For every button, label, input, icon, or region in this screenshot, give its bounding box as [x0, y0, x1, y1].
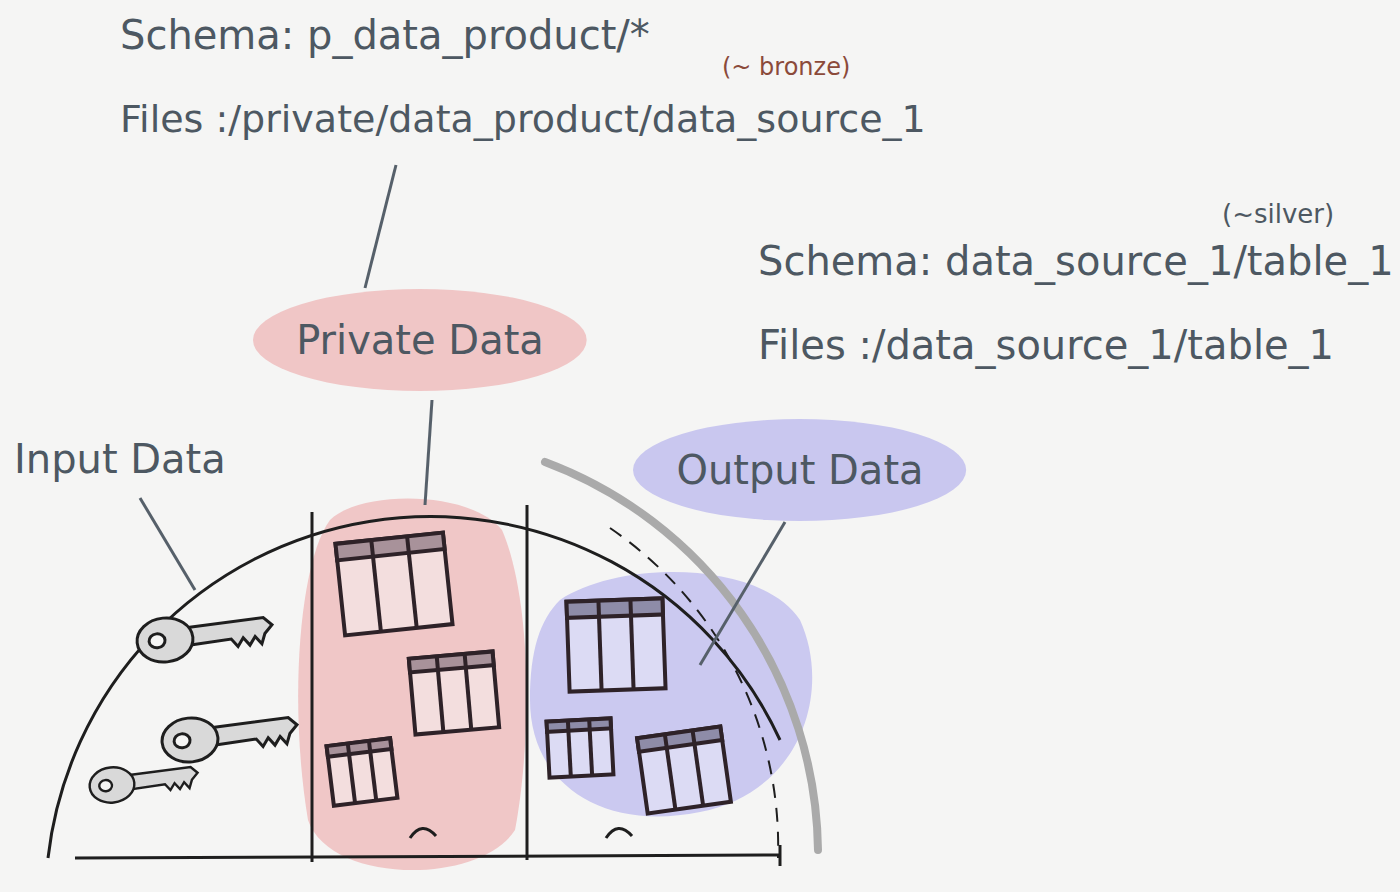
table-icon: [335, 533, 452, 636]
table-icon: [566, 598, 665, 691]
label: Schema: data_source_1/table_1: [758, 238, 1394, 284]
label: (~silver): [1222, 200, 1334, 230]
private-blob: [298, 499, 526, 870]
caret: [606, 828, 632, 838]
table-icon: [409, 651, 499, 734]
blob-label: Output Data: [631, 417, 968, 523]
divider: [311, 512, 314, 862]
divider: [526, 505, 529, 860]
base-tick: [779, 845, 782, 866]
dome-outline: [48, 517, 780, 858]
node-text: Output Data: [631, 447, 968, 493]
table-icon: [637, 727, 731, 814]
leader-line: [365, 165, 396, 288]
blob-label: Private Data: [251, 287, 589, 393]
label: (~ bronze): [722, 54, 850, 82]
leader-line: [700, 522, 785, 665]
leader-line: [425, 400, 432, 505]
label: Files :/data_source_1/table_1: [758, 322, 1334, 368]
label: Input Data: [14, 436, 226, 482]
node-text: Private Data: [251, 317, 589, 363]
key-icon: [160, 707, 300, 765]
caret: [410, 828, 436, 838]
leader-line: [140, 498, 195, 590]
key-icon: [88, 758, 200, 804]
key-icon: [135, 607, 275, 665]
table-icon: [327, 738, 398, 805]
label: Schema: p_data_product/*: [120, 12, 650, 58]
table-icon: [547, 718, 614, 777]
dome-base: [75, 855, 780, 858]
output-blob: [530, 572, 812, 816]
label: Files :/private/data_product/data_source…: [120, 98, 926, 142]
